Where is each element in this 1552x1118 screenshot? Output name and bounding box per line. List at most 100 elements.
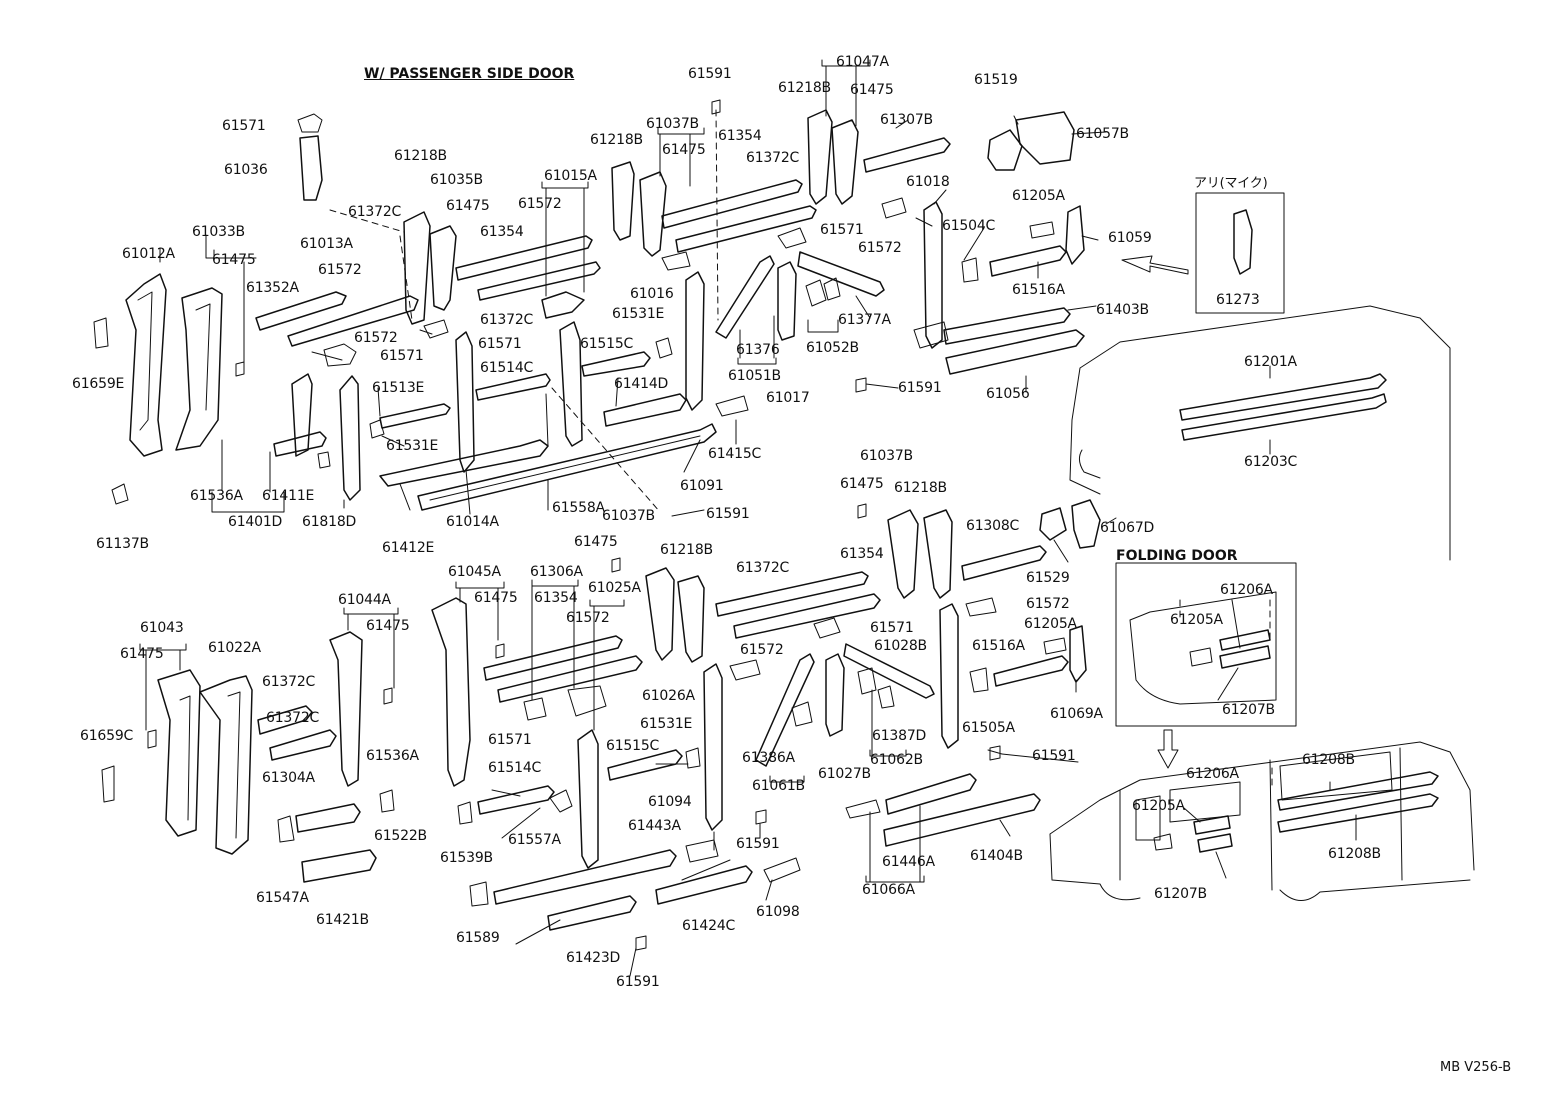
part-number-label: 61558A — [552, 500, 605, 516]
part-number-label: 61572 — [1026, 596, 1070, 612]
part-number-label: 61057B — [1076, 126, 1129, 142]
part-number-label: 61572 — [858, 240, 902, 256]
part-number-label: 61519 — [974, 72, 1018, 88]
folding-door-arrow — [1157, 729, 1179, 769]
part-number-label: 61205A — [1170, 612, 1223, 628]
part-number-label: 61522B — [374, 828, 427, 844]
part-number-label: 61571 — [820, 222, 864, 238]
part-number-label: 61475 — [574, 534, 618, 550]
part-number-label: 61572 — [566, 610, 610, 626]
part-number-label: 61571 — [478, 336, 522, 352]
part-number-label: 61218B — [590, 132, 643, 148]
part-number-label: 61591 — [736, 836, 780, 852]
part-number-label: 61067D — [1100, 520, 1155, 536]
part-number-label: 61475 — [474, 590, 518, 606]
part-number-label: 61572 — [318, 262, 362, 278]
option-label: アリ(マイク) — [1194, 176, 1268, 191]
part-number-label: 61372C — [736, 560, 790, 576]
part-number-label: 61571 — [488, 732, 532, 748]
rail-61203C — [1181, 393, 1387, 441]
part-number-label: 61098 — [756, 904, 800, 920]
part-number-label: 61206A — [1186, 766, 1239, 782]
part-number-label: 61411E — [262, 488, 315, 504]
part-number-label: 61513E — [372, 380, 425, 396]
part-number-label: 61307B — [880, 112, 933, 128]
part-number-label: 61012A — [122, 246, 175, 262]
part-number-label: 61424C — [682, 918, 736, 934]
part-number-label: 61515C — [606, 738, 660, 754]
part-number-label: 61201A — [1244, 354, 1297, 370]
part-number-label: 61028B — [874, 638, 927, 654]
part-number-label: 61027B — [818, 766, 871, 782]
part-number-label: 61218B — [660, 542, 713, 558]
rail-61201A — [1179, 373, 1387, 421]
part-number-label: 61475 — [850, 82, 894, 98]
part-number-label: 61205A — [1024, 616, 1077, 632]
part-number-label: 61354 — [718, 128, 762, 144]
part-number-label: 61352A — [246, 280, 299, 296]
part-number-label: 61475 — [840, 476, 884, 492]
part-number-label: 61591 — [1032, 748, 1076, 764]
part-number-label: 61475 — [366, 618, 410, 634]
part-number-label: 61022A — [208, 640, 261, 656]
part-number-label: 61475 — [446, 198, 490, 214]
part-number-label: 61571 — [870, 620, 914, 636]
part-number-label: 61372C — [266, 710, 320, 726]
part-number-label: 61443A — [628, 818, 681, 834]
part-number-label: 61589 — [456, 930, 500, 946]
part-number-label: 61203C — [1244, 454, 1298, 470]
part-number-label: 61536A — [190, 488, 243, 504]
part-number-label: 61531E — [386, 438, 439, 454]
part-number-label: 61273 — [1216, 292, 1260, 308]
part-number-label: 61137B — [96, 536, 149, 552]
part-number-label: 61404B — [970, 848, 1023, 864]
part-number-label: 61218B — [894, 480, 947, 496]
part-number-label: 61531E — [612, 306, 665, 322]
part-number-label: 61025A — [588, 580, 641, 596]
van-body-outline-upper — [1069, 305, 1451, 561]
part-number-label: 61475 — [662, 142, 706, 158]
part-number-label: 61572 — [740, 642, 784, 658]
part-number-label: 61421B — [316, 912, 369, 928]
part-number-label: 61516A — [972, 638, 1025, 654]
part-number-label: 61505A — [962, 720, 1015, 736]
part-number-label: 61571 — [380, 348, 424, 364]
part-number-label: 61208B — [1302, 752, 1355, 768]
part-number-label: 61659E — [72, 376, 125, 392]
part-number-label: 61376 — [736, 342, 780, 358]
part-number-label: 61591 — [688, 66, 732, 82]
part-number-label: 61591 — [706, 506, 750, 522]
part-number-label: 61372C — [480, 312, 534, 328]
part-number-label: 61056 — [986, 386, 1030, 402]
part-number-label: 61403B — [1096, 302, 1149, 318]
part-number-label: 61062B — [870, 752, 923, 768]
part-number-label: 61515C — [580, 336, 634, 352]
part-number-label: 61401D — [228, 514, 283, 530]
rail-61208B-upper — [1277, 771, 1439, 811]
part-number-label: 61446A — [882, 854, 935, 870]
part-number-label: 61414D — [614, 376, 669, 392]
part-number-label: 61035B — [430, 172, 483, 188]
part-number-label: 61514C — [488, 760, 542, 776]
part-number-label: 61051B — [728, 368, 781, 384]
part-number-label: 61207B — [1154, 886, 1207, 902]
part-number-label: 61531E — [640, 716, 693, 732]
part-number-label: 61412E — [382, 540, 435, 556]
part-number-label: 61547A — [256, 890, 309, 906]
part-number-label: 61306A — [530, 564, 583, 580]
part-number-label: 61047A — [836, 54, 889, 70]
part-number-label: 61504C — [942, 218, 996, 234]
part-number-label: 61475 — [212, 252, 256, 268]
part-number-label: 61036 — [224, 162, 268, 178]
part-number-label: 61205A — [1012, 188, 1065, 204]
part-number-label: 61516A — [1012, 282, 1065, 298]
part-number-label: 61354 — [534, 590, 578, 606]
rail-61208B-lower — [1277, 793, 1439, 833]
part-number-label: 61372C — [746, 150, 800, 166]
part-number-label: 61014A — [446, 514, 499, 530]
part-number-label: 61045A — [448, 564, 501, 580]
part-number-label: 61218B — [394, 148, 447, 164]
part-number-label: 61026A — [642, 688, 695, 704]
